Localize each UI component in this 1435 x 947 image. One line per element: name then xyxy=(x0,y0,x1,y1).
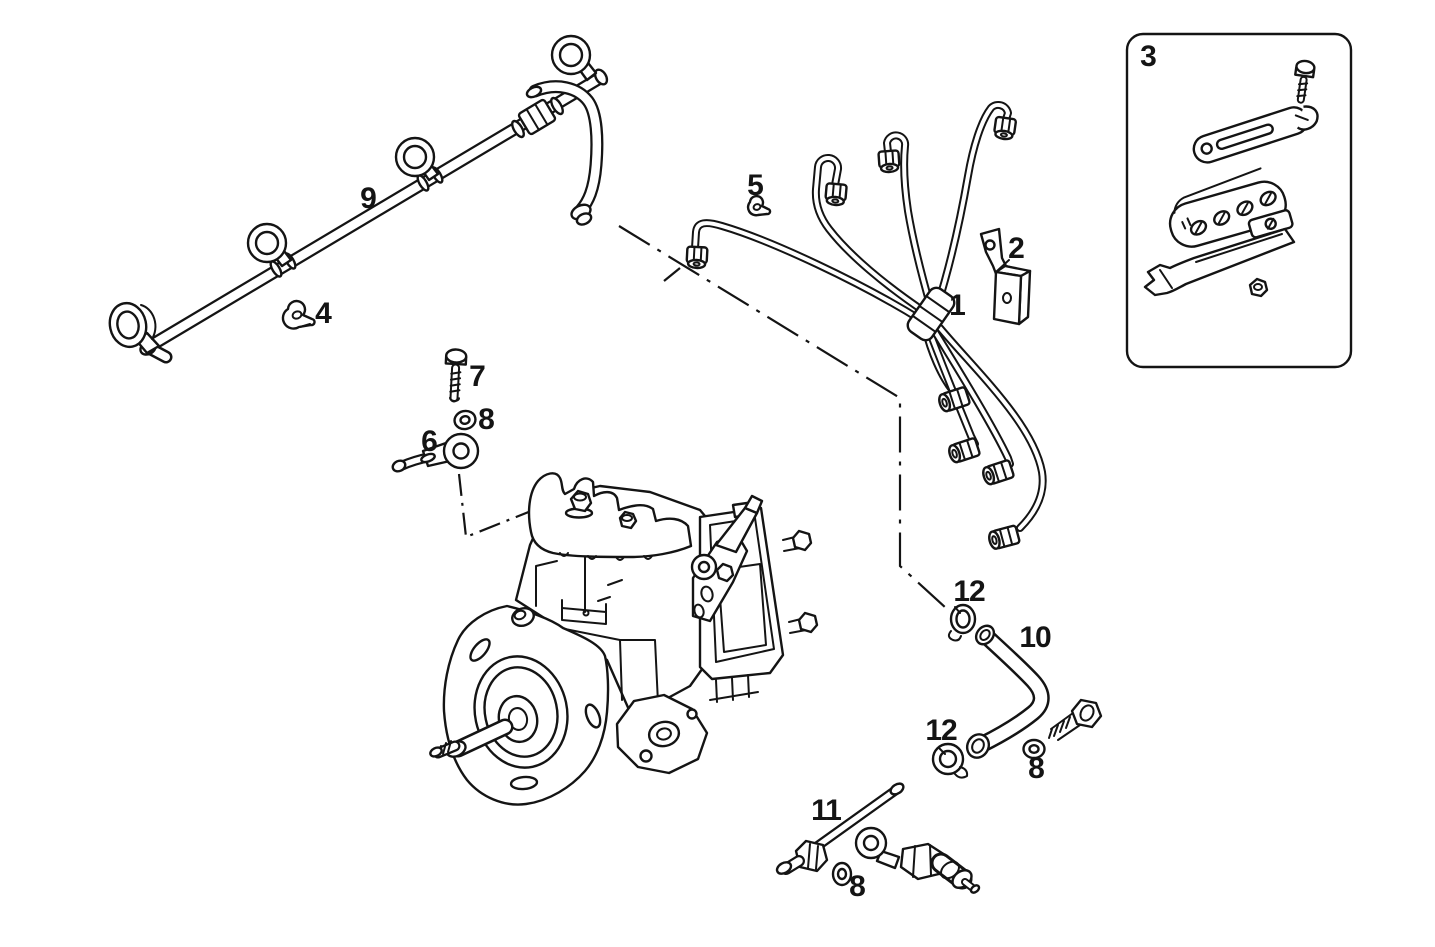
bracket-2 xyxy=(979,227,1032,326)
clamp-rubber-block xyxy=(1168,167,1287,248)
overflow-valve-11 xyxy=(775,782,981,894)
washer-12-lower xyxy=(931,742,969,779)
clamp-nut xyxy=(1248,277,1269,298)
clip-5 xyxy=(746,194,772,217)
clamp-tab-plate xyxy=(1247,209,1294,239)
part-label-3: 3 xyxy=(1140,40,1157,73)
rail-return-hose xyxy=(525,80,604,226)
part-label-5: 5 xyxy=(747,169,764,202)
part-label-1: 1 xyxy=(949,289,966,322)
part-label-2: 2 xyxy=(1008,232,1025,265)
pump-top-bracket xyxy=(527,472,693,625)
clamp-upper-strap xyxy=(1192,105,1319,164)
pump-control-lever xyxy=(690,494,764,623)
assembly-leader-lines xyxy=(457,225,948,610)
pump-drive-shaft xyxy=(429,718,514,759)
rail-union-fitting xyxy=(517,98,557,136)
washer-12-upper xyxy=(947,603,977,642)
leak-off-rail xyxy=(108,34,609,364)
clip-4 xyxy=(281,299,316,330)
inset-detail-box xyxy=(1125,32,1353,369)
part-label-8: 8 xyxy=(1028,752,1045,785)
clamp-bolt xyxy=(1294,59,1316,104)
rail-banjo-ring-4 xyxy=(550,34,598,82)
part-label-10: 10 xyxy=(1019,621,1051,654)
bolt-near-10 xyxy=(1048,698,1103,741)
pump-bottom-foot xyxy=(615,693,709,775)
rail-banjo-ring-3 xyxy=(394,136,440,182)
rail-banjo-ring-1 xyxy=(108,301,161,355)
part-label-9: 9 xyxy=(360,182,377,215)
part-label-4: 4 xyxy=(315,297,332,330)
part-label-7: 7 xyxy=(469,360,486,393)
overflow-pipe-10 xyxy=(965,624,1050,759)
injection-pipes xyxy=(685,100,1047,552)
banjo-fitting-6 xyxy=(391,432,480,473)
part-label-12: 12 xyxy=(925,714,957,747)
washer-8c xyxy=(831,861,853,887)
part-label-12: 12 xyxy=(953,575,985,608)
part-label-8: 8 xyxy=(478,403,495,436)
injection-pump xyxy=(429,472,819,806)
rail-banjo-ring-2 xyxy=(246,222,293,268)
part-label-8: 8 xyxy=(849,870,866,903)
part-label-11: 11 xyxy=(811,794,842,827)
pipe-bundle-clamp xyxy=(906,286,956,342)
part-label-6: 6 xyxy=(421,425,438,458)
bolt-7 xyxy=(444,348,468,403)
clamp-lower-plate xyxy=(1143,227,1296,297)
